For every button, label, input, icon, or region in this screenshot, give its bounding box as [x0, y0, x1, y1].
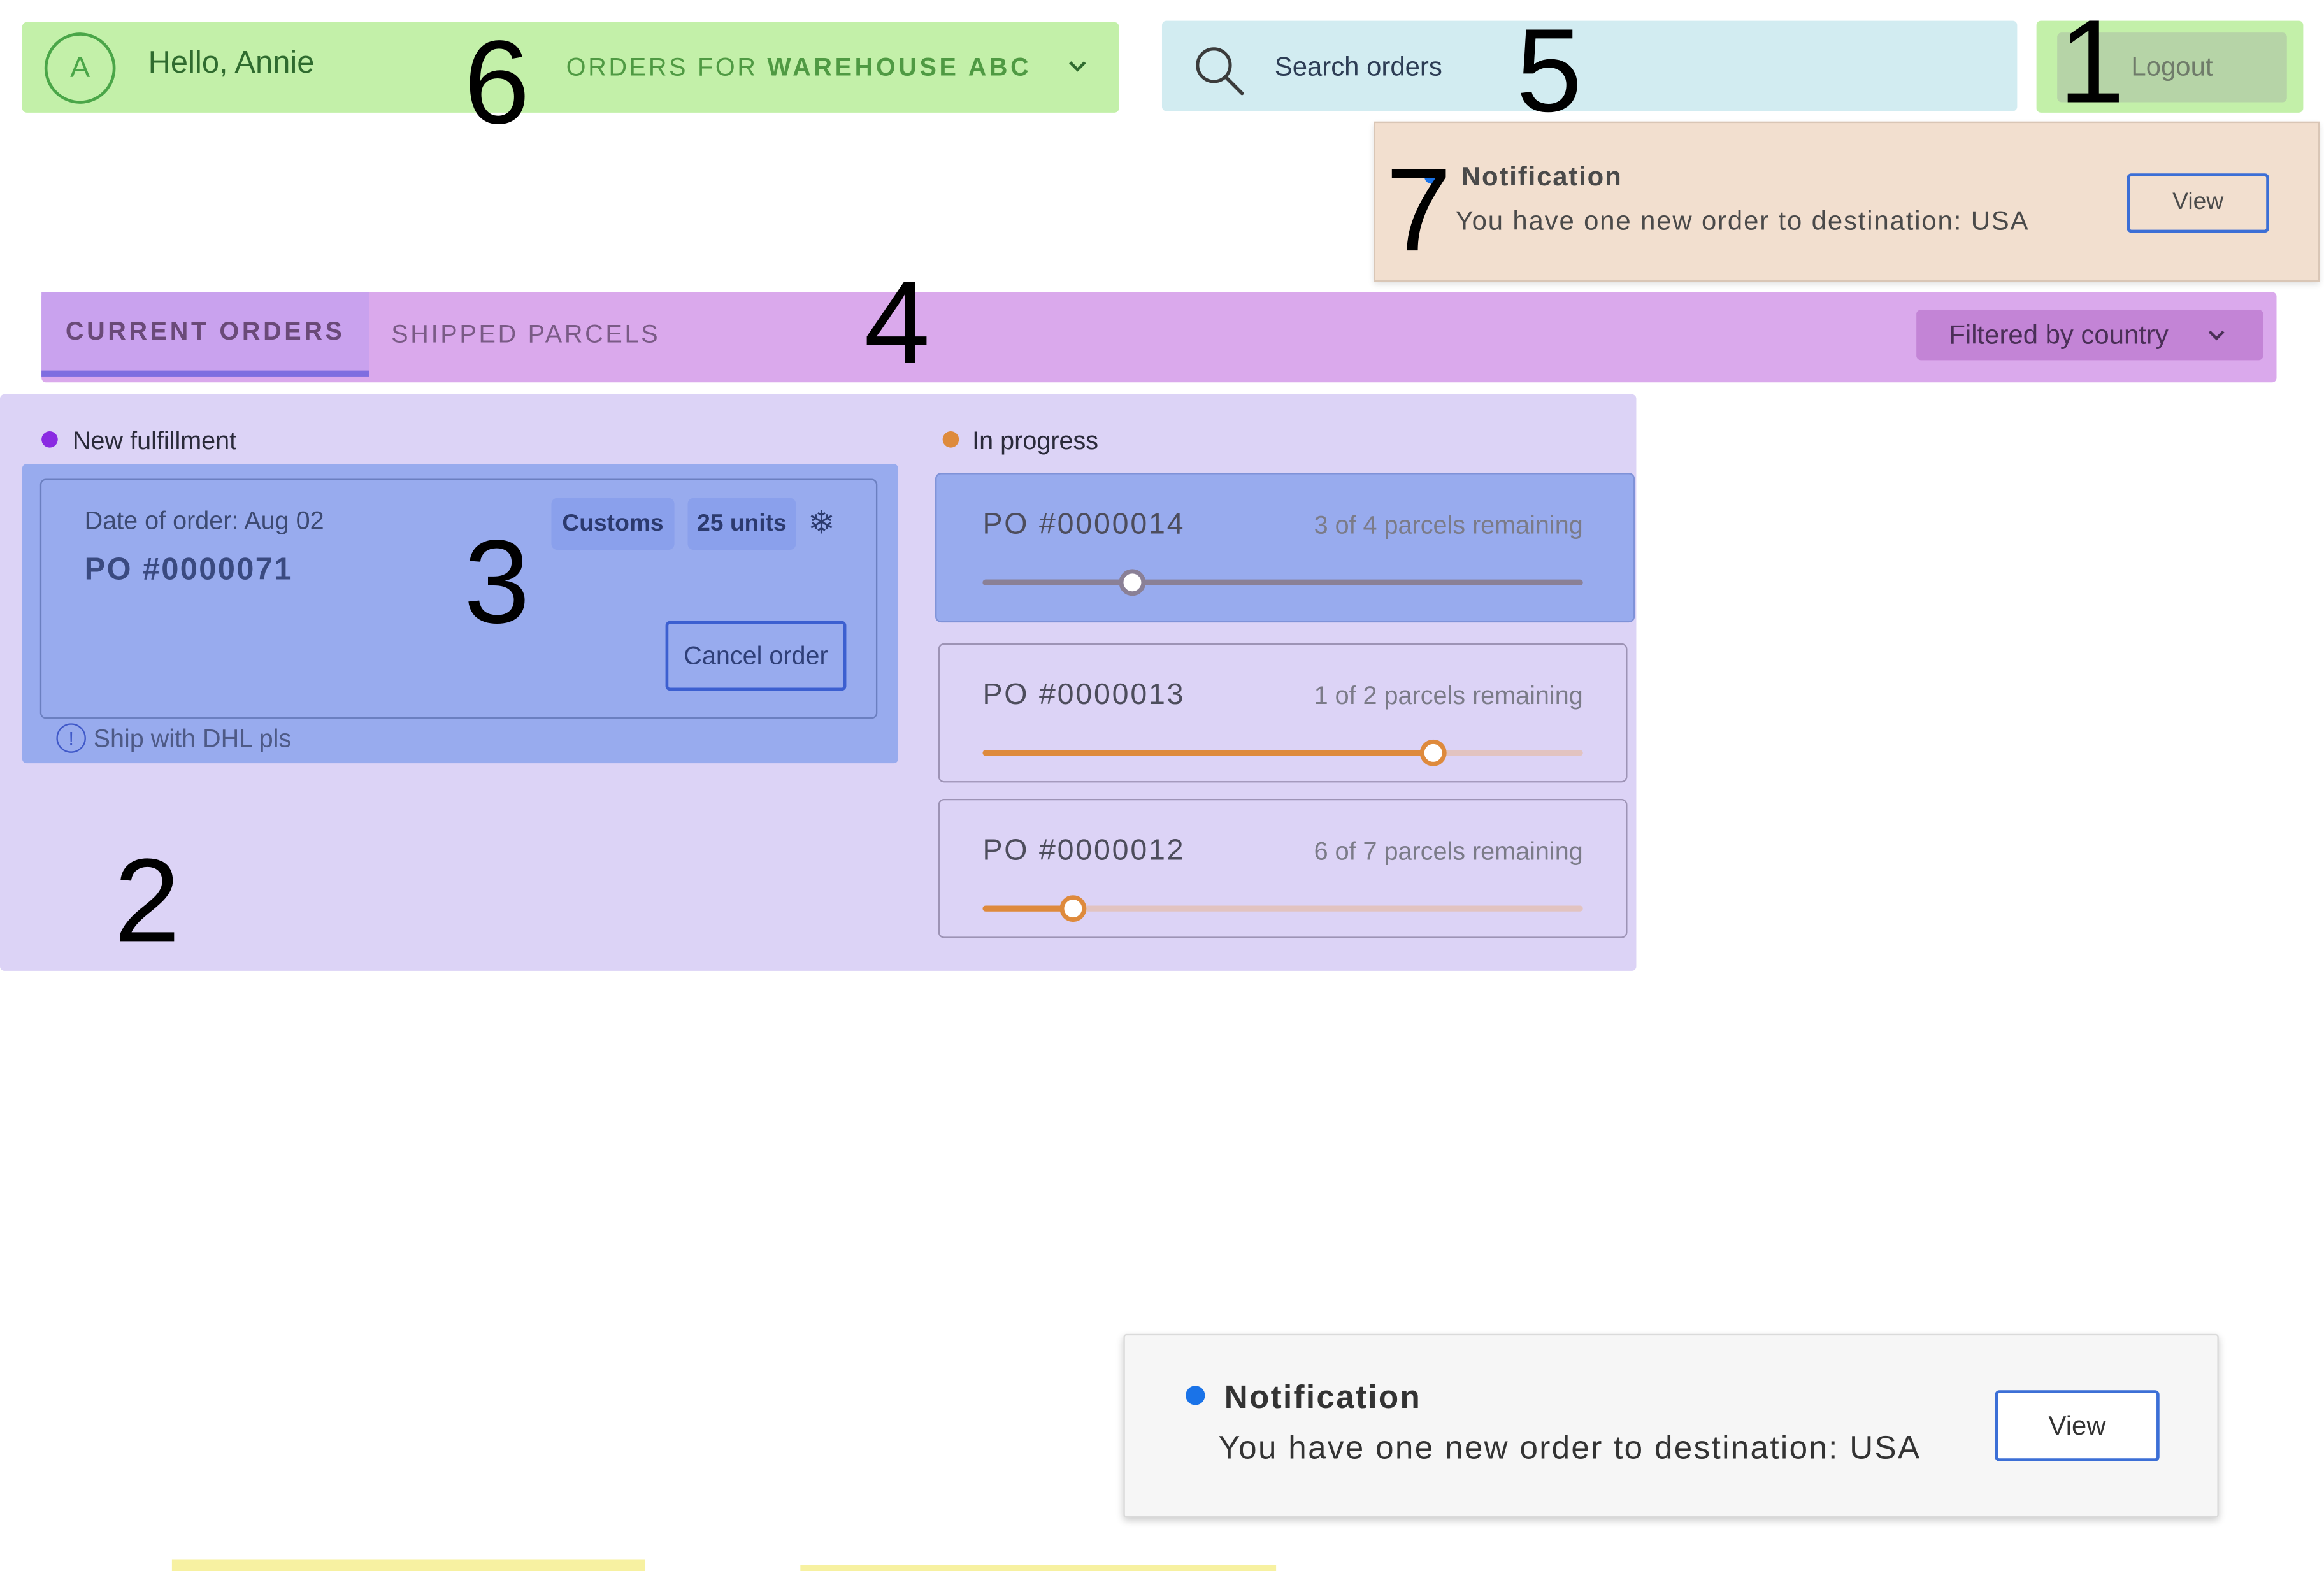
order-note: Ship with DHL pls — [93, 724, 292, 753]
warehouse-name: WAREHOUSE ABC — [767, 53, 1032, 82]
region-marker-7: 7 — [1386, 143, 1452, 276]
column-title-in-progress: In progress — [972, 427, 1099, 456]
region-marker-3: 3 — [464, 515, 530, 648]
customs-chip: Customs — [551, 498, 675, 550]
units-chip: 25 units — [687, 498, 796, 550]
order-number: PO #0000071 — [84, 552, 293, 587]
notification-message: You have one new order to destination: U… — [1455, 206, 2030, 236]
partial-element — [800, 1565, 1277, 1571]
chevron-down-icon[interactable] — [1066, 55, 1089, 78]
toast-view-button[interactable]: View — [1995, 1390, 2160, 1461]
partial-element — [171, 1559, 645, 1571]
region-marker-6: 6 — [464, 16, 530, 148]
search-input[interactable]: Search orders — [1274, 52, 1442, 82]
logout-button[interactable]: Logout — [2057, 32, 2287, 103]
warehouse-selector[interactable]: ORDERS FOR WAREHOUSE ABC — [566, 54, 1032, 83]
avatar[interactable]: A — [44, 32, 116, 104]
parcels-remaining: 3 of 4 parcels remaining — [1314, 511, 1583, 540]
country-filter-dropdown[interactable]: Filtered by country — [1916, 310, 2263, 361]
progress-fill — [982, 905, 1073, 912]
orders-for-label: ORDERS FOR — [566, 53, 758, 82]
progress-track — [982, 905, 1583, 912]
progress-fill — [982, 579, 1133, 585]
new-fulfillment-dot — [41, 431, 58, 448]
in-progress-order-card[interactable] — [938, 643, 1628, 783]
region-marker-2: 2 — [114, 834, 180, 966]
new-order-card[interactable] — [39, 478, 878, 719]
toast-title: Notification — [1224, 1378, 1422, 1416]
greeting-bar — [22, 22, 1119, 113]
tab-bar — [41, 292, 2277, 383]
info-icon: ! — [56, 723, 86, 753]
in-progress-order-card[interactable] — [938, 798, 1628, 938]
column-title-new-fulfillment: New fulfillment — [72, 427, 237, 456]
snowflake-icon: ❄ — [807, 504, 835, 542]
in-progress-dot — [942, 431, 959, 448]
tab-shipped-parcels[interactable]: SHIPPED PARCELS — [391, 320, 661, 348]
parcels-remaining: 6 of 7 parcels remaining — [1314, 837, 1583, 866]
in-progress-order-card[interactable] — [935, 473, 1635, 623]
order-number: PO #0000012 — [982, 834, 1186, 868]
order-number: PO #0000013 — [982, 678, 1186, 712]
tab-current-orders[interactable]: CURRENT ORDERS — [41, 292, 369, 377]
view-notification-button[interactable]: View — [2127, 173, 2269, 233]
filter-label: Filtered by country — [1949, 319, 2169, 349]
chevron-down-icon — [2208, 330, 2225, 341]
search-bar[interactable] — [1161, 20, 2018, 111]
progress-handle[interactable] — [1059, 895, 1086, 922]
order-number: PO #0000014 — [982, 508, 1186, 542]
unread-dot — [1424, 169, 1440, 184]
parcels-remaining: 1 of 2 parcels remaining — [1314, 682, 1583, 710]
region-marker-1: 1 — [2058, 0, 2125, 128]
order-date: Date of order: Aug 02 — [84, 506, 324, 535]
greeting-text: Hello, Annie — [148, 46, 315, 80]
notification-panel — [1374, 121, 2320, 282]
region-marker-5: 5 — [1516, 4, 1582, 137]
region-marker-4: 4 — [864, 256, 930, 389]
progress-handle[interactable] — [1119, 569, 1146, 596]
toast-message: You have one new order to destination: U… — [1218, 1428, 1921, 1466]
search-icon — [1196, 47, 1244, 96]
unread-dot — [1186, 1386, 1205, 1405]
cancel-order-button[interactable]: Cancel order — [665, 621, 847, 691]
notification-title: Notification — [1461, 161, 1623, 192]
progress-handle[interactable] — [1419, 739, 1447, 766]
progress-track — [982, 579, 1583, 585]
progress-fill — [982, 750, 1433, 756]
